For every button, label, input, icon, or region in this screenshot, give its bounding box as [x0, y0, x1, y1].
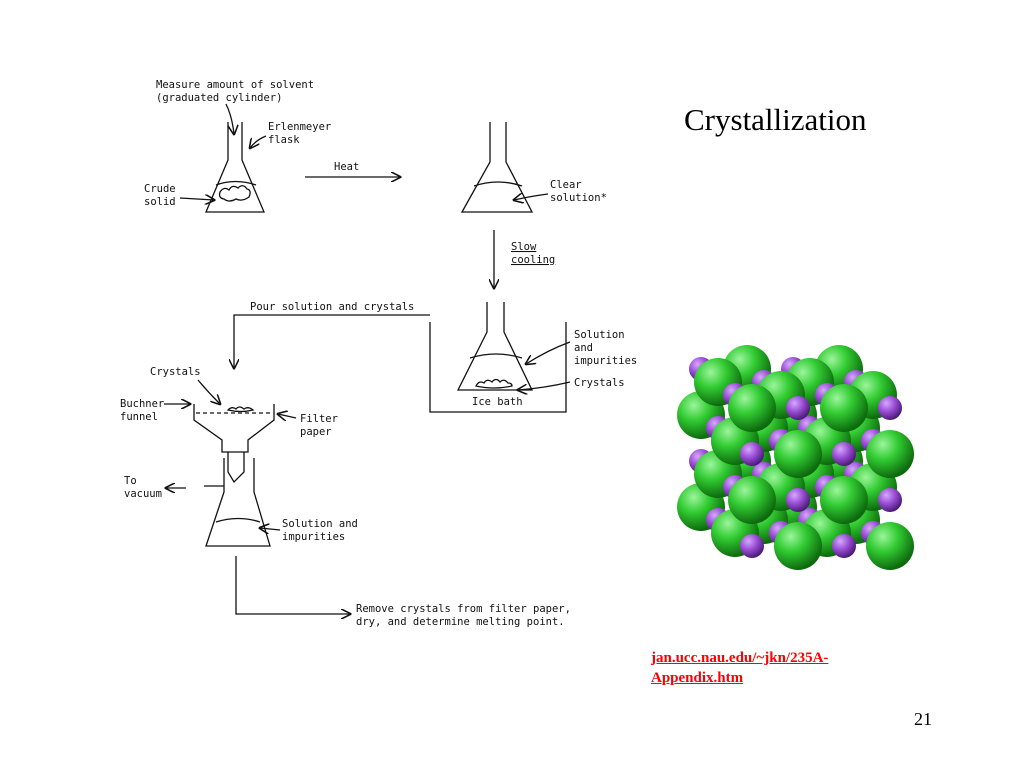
to-label: To [124, 475, 137, 487]
sodium-atom [786, 488, 810, 512]
chlorine-atom [820, 384, 868, 432]
sol-imp-label-line2: impurities [282, 531, 345, 543]
heat-label: Heat [334, 161, 359, 173]
ice-bath [429, 302, 567, 413]
chlorine-atom [728, 384, 776, 432]
crystals-bath-label: Crystals [574, 377, 625, 389]
slow-label: Slow [511, 241, 537, 253]
erlenmeyer-flask-1 [205, 122, 265, 213]
erlenmeyer-label-line2: flask [268, 134, 300, 146]
page-number: 21 [914, 709, 932, 729]
sodium-atom [786, 396, 810, 420]
sodium-atom [878, 396, 902, 420]
solution-label-line1: Solution [574, 329, 625, 341]
chlorine-atom [866, 522, 914, 570]
sol-imp-label-line1: Solution and [282, 518, 358, 530]
crystals-funnel-label: Crystals [150, 366, 201, 378]
buchner-funnel [193, 404, 275, 484]
cooling-label: cooling [511, 254, 555, 266]
erlenmeyer-flask-2 [460, 122, 534, 213]
erlenmeyer-label-line1: Erlenmeyer [268, 121, 331, 133]
measure-label-line1: Measure amount of solvent [156, 79, 314, 91]
solution-label-line3: impurities [574, 355, 637, 367]
chlorine-atom [774, 522, 822, 570]
nacl-crystal-lattice-model [677, 345, 914, 570]
filter-label-line2: paper [300, 426, 332, 438]
buchner-label-line1: Buchner [120, 398, 164, 410]
remove-label-line1: Remove crystals from filter paper, [356, 603, 571, 615]
measure-label-line2: (graduated cylinder) [156, 92, 282, 104]
pour-label: Pour solution and crystals [250, 301, 414, 313]
sodium-atom [878, 488, 902, 512]
crude-label-line2: solid [144, 196, 176, 208]
chlorine-atom [866, 430, 914, 478]
crude-label-line1: Crude [144, 183, 176, 195]
chlorine-atom [774, 430, 822, 478]
ice-bath-label: Ice bath [472, 396, 523, 408]
filter-flask [204, 458, 271, 547]
sodium-atom [832, 534, 856, 558]
source-link[interactable]: jan.ucc.nau.edu/~jkn/235A-Appendix.htm [651, 650, 829, 686]
sodium-atom [740, 442, 764, 466]
solution-label-line2: and [574, 342, 593, 354]
clear-label-line1: Clear [550, 179, 582, 191]
filter-label-line1: Filter [300, 413, 338, 425]
crystallization-procedure-diagram: Measure amount of solvent (graduated cyl… [120, 79, 637, 628]
sodium-atom [740, 534, 764, 558]
buchner-label-line2: funnel [120, 411, 158, 423]
chlorine-atom [820, 476, 868, 524]
remove-label-line2: dry, and determine melting point. [356, 616, 565, 628]
clear-label-line2: solution* [550, 192, 607, 204]
sodium-atom [832, 442, 856, 466]
chlorine-atom [728, 476, 776, 524]
vacuum-label: vacuum [124, 488, 162, 500]
slide-title: Crystallization [684, 102, 867, 137]
